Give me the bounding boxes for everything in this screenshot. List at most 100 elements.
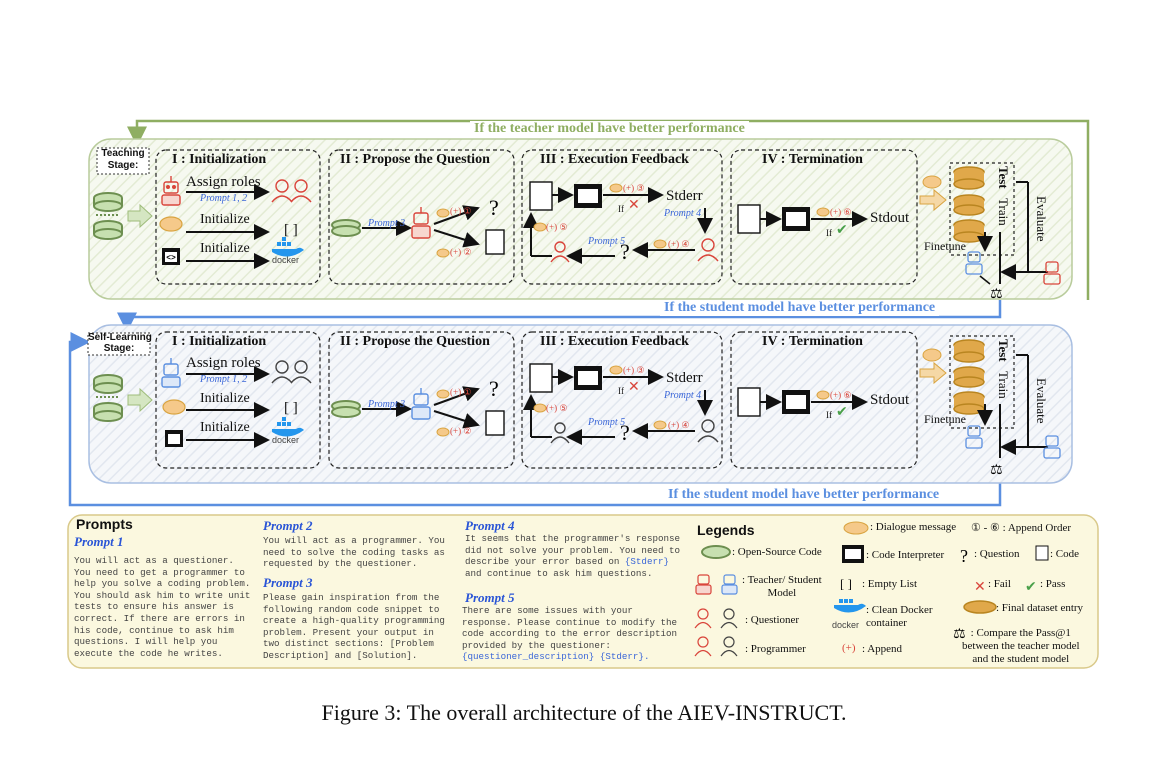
figure-caption: Figure 3: The overall architecture of th… [321,700,847,725]
teaching-fail-icon: ✕ [628,197,640,213]
prompts-title: Prompts [76,516,133,532]
legend-fail: : Fail [988,578,1011,590]
legend-final-dataset: : Final dataset entry [996,602,1084,614]
legend-open-source: : Open-Source Code [732,546,822,558]
teaching-finetune-label: Finetune [924,239,966,253]
legend-docker-word: docker [832,620,860,630]
self-append-3: (+) ③ [623,365,645,375]
legend-question: : Question [974,548,1020,560]
teaching-stdout: Stdout [870,210,910,226]
legend-empty-list-sym: [ ] [840,576,852,591]
svg-text:?: ? [620,420,630,445]
legend-pass: : Pass [1040,578,1066,590]
teacher-better-banner: If the teacher model have better perform… [470,121,749,137]
docker-icon [272,237,304,257]
self-test-label: Test [996,339,1011,362]
self-assign-prompt: Prompt 1, 2 [200,374,248,385]
teaching-prompt3: Prompt 3 [368,218,406,229]
teaching-if-fail: If [618,204,624,214]
self-stdout: Stdout [870,392,910,408]
teaching-append-2: (+) ② [450,247,472,257]
legend-dialogue: : Dialogue message [870,521,957,533]
teaching-append-5: (+) ⑤ [546,222,568,232]
teacher-robot-icon [161,176,181,206]
open-source-code-icon [93,192,123,240]
legend-append: : Append [862,643,903,655]
teaching-append-6: (+) ⑥ [830,207,852,217]
prompts-panel [67,514,1099,669]
self-phase-propose-title: II : Propose the Question [340,334,490,349]
teaching-test-label: Test [996,166,1011,189]
student-better-banner-2: If the student model have better perform… [668,487,940,502]
teaching-phase-init-title: I : Initialization [172,152,267,167]
teaching-initialize-1: Initialize [200,212,250,227]
legend-empty-list: : Empty List [862,578,917,590]
self-phase-exec-title: III : Execution Feedback [540,334,689,349]
self-phase-term-title: IV : Termination [762,334,863,349]
self-assign-roles: Assign roles [186,355,261,371]
teaching-stage-label: Teaching Stage: [101,148,145,171]
teaching-train-label: Train [996,198,1011,226]
svg-text:?: ? [489,195,499,220]
self-append-6: (+) ⑥ [830,390,852,400]
svg-text:<>: <> [166,254,176,263]
legend-questioner: : Questioner [745,614,800,626]
teaching-assign-roles: Assign roles [186,174,261,190]
prompt3-title: Prompt 3 [263,575,313,590]
self-prompt5: Prompt 5 [588,417,626,428]
teaching-prompt4: Prompt 4 [664,208,702,219]
prompt4-stderr-var: {Stderr} [624,556,669,568]
self-append-1: (+) ① [450,387,472,397]
prompt2-body: You will act as a programmer. You need t… [263,535,445,570]
teaching-empty-list: [ ] [284,222,298,238]
self-append-5: (+) ⑤ [546,403,568,413]
legend-compare: : Compare the Pass@1 between the teacher… [962,627,1080,665]
legend-append-order: ① - ⑥ : Append Order [971,522,1072,534]
legend-programmer: : Programmer [745,643,806,655]
self-initialize-1: Initialize [200,391,250,406]
teaching-append-4: (+) ④ [668,239,690,249]
self-stderr: Stderr [666,370,703,386]
teaching-evaluate-label: Evaluate [1034,196,1049,242]
prompt1-body: You will act as a questioner. You need t… [74,555,251,659]
self-phase-init-title: I : Initialization [172,334,267,349]
self-finetune-label: Finetune [924,412,966,426]
svg-text:✔: ✔ [1025,579,1037,595]
self-if-pass: If [826,410,832,420]
prompt3-body: Please gain inspiration from the followi… [263,592,445,661]
teaching-phase-exec-title: III : Execution Feedback [540,152,689,167]
prompt2-title: Prompt 2 [263,518,313,533]
svg-text:⚖: ⚖ [990,462,1003,478]
teaching-initialize-2: Initialize [200,241,250,256]
teaching-stderr: Stderr [666,188,703,204]
legend-clean-docker: : Clean Docker container [866,604,933,629]
self-empty-list: [ ] [284,400,298,416]
prompt5-body: There are some issues with your response… [462,605,678,663]
self-prompt3: Prompt 3 [368,399,406,410]
teaching-phase-term-title: IV : Termination [762,152,863,167]
prompt5-vars: {questioner_description} {Stderr}. [462,651,650,663]
self-initialize-2: Initialize [200,420,250,435]
prompt1-title: Prompt 1 [74,534,124,549]
self-docker-label: docker [272,435,300,445]
svg-text:?: ? [489,376,499,401]
self-train-label: Train [996,371,1011,399]
self-fail-icon: ✕ [628,379,640,395]
teaching-prompt5: Prompt 5 [588,236,626,247]
svg-text:⚖: ⚖ [990,286,1003,302]
teaching-pass-icon: ✔ [836,222,848,238]
student-loop-line-2 [68,332,1002,507]
self-pass-icon: ✔ [836,404,848,420]
prompt4-body: It seems that the programmer's response … [465,533,681,579]
svg-text:✕: ✕ [974,579,986,595]
teaching-assign-prompt: Prompt 1, 2 [200,193,248,204]
svg-text:⚖: ⚖ [953,626,966,642]
self-evaluate-label: Evaluate [1034,378,1049,424]
svg-text:?: ? [960,546,968,566]
self-if-fail: If [618,386,624,396]
prompt4-title: Prompt 4 [465,518,515,533]
self-learning-stage-label: Self-Learning Stage: [88,332,152,354]
student-loop-line-1 [117,300,1002,333]
legend-teacher-student: : Teacher/ Student Model [742,574,822,599]
